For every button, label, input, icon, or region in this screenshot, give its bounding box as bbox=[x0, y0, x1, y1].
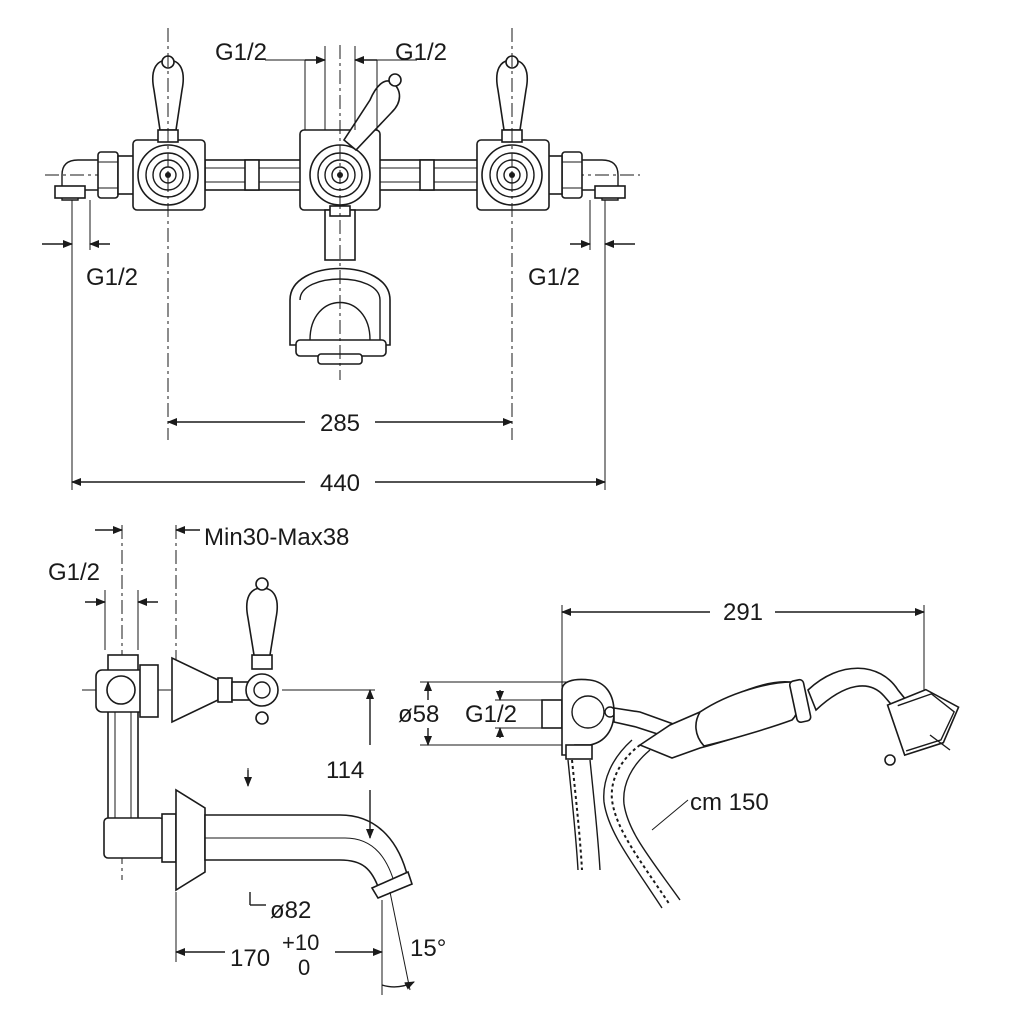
label-inlet-left-top: G1/2 bbox=[215, 39, 267, 66]
dim-tol-lower: 0 bbox=[298, 955, 310, 980]
dim-length: 170 bbox=[230, 945, 270, 972]
side-view: G1/2 Min30-Max38 114 ø82 170 +10 0 15° bbox=[48, 524, 446, 995]
dim-height: 114 bbox=[326, 757, 364, 784]
dim-handshower-length: 291 bbox=[723, 599, 763, 626]
label-inlet-right-top: G1/2 bbox=[395, 39, 447, 66]
dim-handshower-dia: ø58 bbox=[398, 701, 439, 728]
handshower-view: 291 ø58 G1/2 cm 150 bbox=[398, 599, 960, 909]
dim-handles: 285 bbox=[320, 410, 360, 437]
angle-label: 15° bbox=[410, 935, 446, 962]
dim-tol-upper: +10 bbox=[282, 930, 319, 955]
label-wall-range: Min30-Max38 bbox=[204, 524, 349, 551]
left-inlet-elbow bbox=[54, 151, 137, 201]
label-inlet-right: G1/2 bbox=[528, 264, 580, 291]
label-side-inlet: G1/2 bbox=[48, 559, 100, 586]
center-diverter bbox=[289, 73, 402, 365]
left-valve bbox=[132, 55, 206, 211]
right-valve bbox=[476, 55, 550, 211]
label-handshower-connection: G1/2 bbox=[465, 701, 517, 728]
top-view: G1/2 G1/2 G1/2 G1/2 285 440 bbox=[42, 28, 640, 497]
right-inlet-elbow bbox=[543, 151, 626, 201]
dim-spout-dia: ø82 bbox=[270, 897, 311, 924]
label-inlet-left: G1/2 bbox=[86, 264, 138, 291]
label-hose-length: cm 150 bbox=[690, 789, 769, 816]
dim-overall: 440 bbox=[320, 470, 360, 497]
